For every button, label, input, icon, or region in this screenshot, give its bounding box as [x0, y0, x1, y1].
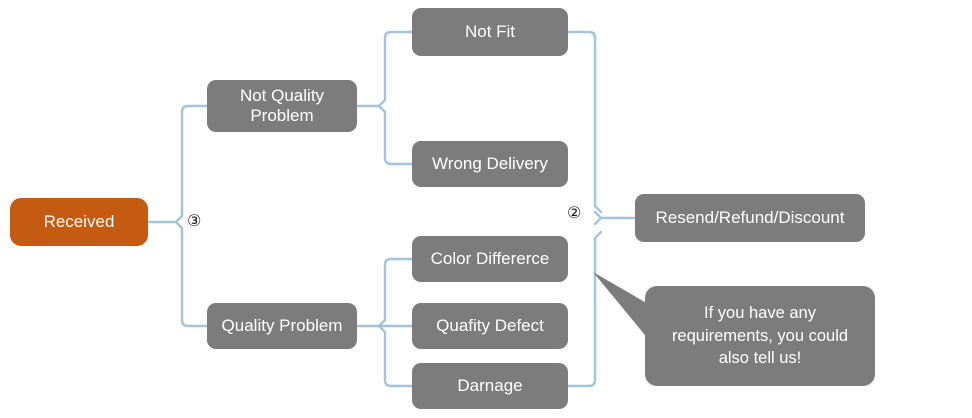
- edge-trunk-lower-join: [593, 230, 603, 240]
- node-quality-defect[interactable]: Quafity Defect: [412, 303, 568, 349]
- edge-received-to-quality: [174, 220, 209, 328]
- node-quality-problem[interactable]: Quality Problem: [207, 303, 357, 349]
- node-not-quality-problem[interactable]: Not Quality Problem: [207, 80, 357, 132]
- node-damage[interactable]: Darnage: [412, 363, 568, 409]
- edge-received-to-not-quality: [174, 104, 209, 224]
- callout-bubble: If you have any requirements, you could …: [645, 286, 875, 386]
- node-wrong-delivery[interactable]: Wrong Delivery: [412, 141, 568, 187]
- edge-quality-to-damage: [377, 324, 414, 388]
- node-not-fit[interactable]: Not Fit: [412, 8, 568, 56]
- edge-trunk-upper-join: [593, 204, 603, 214]
- edge-not-quality-to-wrong-delivery: [377, 104, 414, 166]
- edge-trunk-to-resolution: [593, 210, 637, 220]
- node-resolution-label: Resend/Refund/Discount: [655, 207, 845, 227]
- node-received[interactable]: Received: [10, 198, 148, 246]
- branch-marker-right: ②: [567, 203, 582, 222]
- node-color-difference-label: Color Differerce: [430, 248, 550, 268]
- node-quality-problem-label: Quality Problem: [221, 315, 343, 335]
- branch-marker-left: ③: [187, 211, 202, 230]
- node-color-difference[interactable]: Color Differerce: [412, 236, 568, 282]
- edge-not-quality-to-not-fit: [377, 30, 414, 108]
- node-not-fit-label: Not Fit: [464, 21, 516, 41]
- node-resolution[interactable]: Resend/Refund/Discount: [635, 194, 865, 242]
- node-not-quality-problem-label: Not Quality Problem: [239, 85, 325, 125]
- edge-not-fit-to-trunk: [566, 30, 597, 208]
- node-wrong-delivery-label: Wrong Delivery: [432, 153, 548, 173]
- node-quality-defect-label: Quafity Defect: [436, 315, 544, 335]
- node-damage-label: Darnage: [457, 375, 523, 395]
- callout-text: If you have any requirements, you could …: [671, 303, 849, 368]
- node-received-label: Received: [43, 211, 115, 231]
- callout-note[interactable]: If you have any requirements, you could …: [590, 268, 880, 398]
- edge-quality-to-color-difference: [377, 257, 414, 328]
- edge-trunk-join-center: [593, 216, 603, 226]
